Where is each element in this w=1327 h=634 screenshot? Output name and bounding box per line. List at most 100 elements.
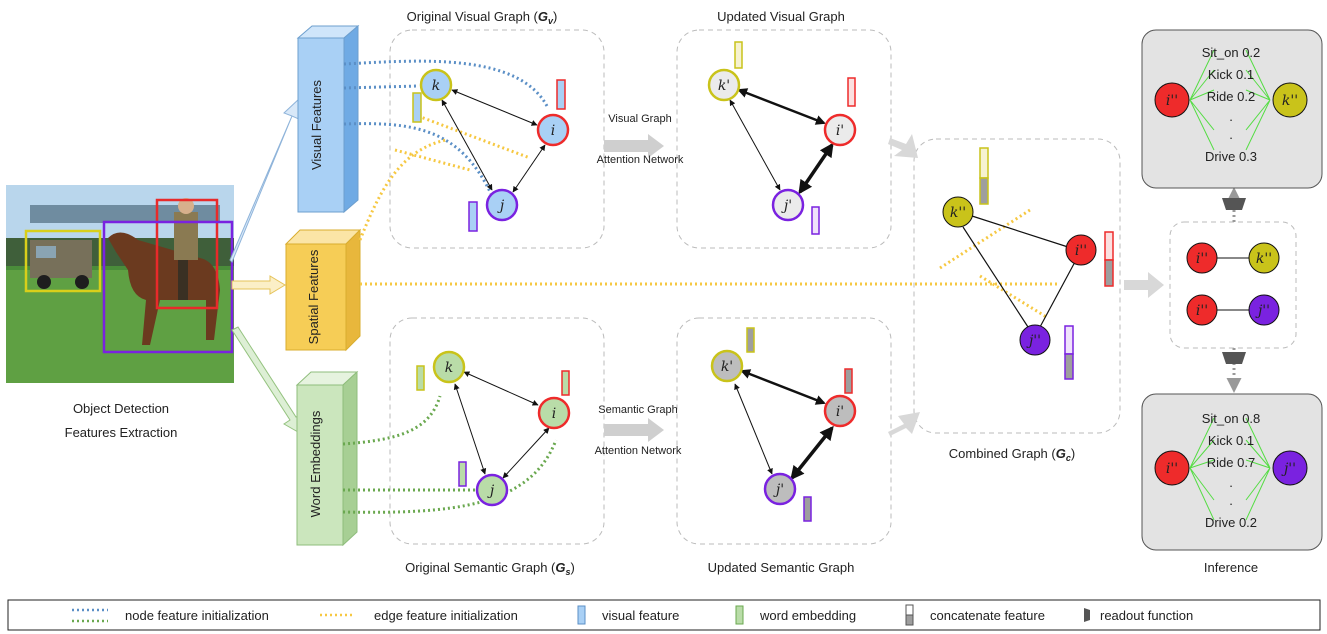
legend-visual-feature-swatch (577, 605, 586, 625)
feature-bar-k-combined (979, 147, 989, 205)
inference-bottom-dot-1: . (1229, 475, 1233, 490)
original-semantic-panel (389, 317, 605, 545)
feature-bar-k-updated-semantic (746, 327, 755, 353)
combined-edges (962, 215, 1077, 328)
pair-node-k (1248, 242, 1280, 274)
feature-bar-k-semantic (416, 365, 425, 391)
inference-bottom-row-1: Sit_on 0.8 (1202, 411, 1261, 426)
node-j-combined-label: j'' (1026, 333, 1041, 349)
visual-attention-arrow (604, 134, 664, 158)
node-j-updated-visual (771, 188, 805, 222)
node-i-updated-semantic-label: i' (836, 404, 844, 420)
node-i-semantic-label: i (552, 406, 556, 422)
pair-panel (1169, 221, 1297, 349)
node-k-combined (942, 196, 974, 228)
to-combined-arrows (888, 134, 1164, 436)
feature-bar-j-semantic (458, 461, 467, 487)
node-k-combined-label: k'' (950, 205, 966, 221)
input-caption-line2: Features Extraction (65, 425, 178, 440)
legend-edge-init: edge feature initialization (374, 608, 518, 623)
node-i-visual (536, 113, 570, 147)
legend-word-embedding: word embedding (759, 608, 856, 623)
pair-node-i-top (1186, 242, 1218, 274)
node-k-semantic (432, 350, 466, 384)
node-j-visual (485, 188, 519, 222)
original-semantic-title: Original Semantic Graph (Gs) (405, 560, 575, 577)
original-visual-edges (441, 89, 546, 193)
updated-semantic-panel (676, 317, 892, 545)
feature-bar-j-updated-visual (811, 206, 820, 235)
node-i-updated-semantic (823, 394, 857, 428)
pair-node-i-bottom-label: i'' (1196, 303, 1208, 319)
visual-network-line2: Attention Network (597, 154, 684, 166)
feature-bar-j-combined (1064, 325, 1074, 380)
updated-visual-edges (729, 88, 834, 195)
legend-word-embedding-swatch (735, 605, 744, 625)
pair-node-j-label: j'' (1255, 303, 1270, 319)
pair-node-j (1248, 294, 1280, 326)
inference-top-node-k (1272, 82, 1308, 118)
spatial-features-block (284, 228, 362, 352)
edge-init-lines (358, 114, 1060, 320)
inference-bottom-node-j (1272, 450, 1308, 486)
node-j-updated-semantic-label: j' (773, 482, 784, 498)
pair-node-i-top-label: i'' (1196, 251, 1208, 267)
legend-concat-swatch (905, 604, 914, 626)
node-k-updated-semantic-label: k' (721, 359, 733, 375)
node-i-combined-label: i'' (1075, 243, 1087, 259)
node-j-visual-label: j (497, 198, 505, 214)
node-j-combined (1019, 324, 1051, 356)
feature-bar-j-updated-semantic (803, 496, 812, 522)
node-k-visual-label: k (432, 78, 440, 94)
word-embeddings-block (295, 370, 359, 547)
input-photo (6, 185, 234, 383)
inference-bottom-row-4: Drive 0.2 (1205, 515, 1257, 530)
node-j-semantic-label: j (487, 483, 495, 499)
legend-node-init: node feature initialization (125, 608, 269, 623)
spatial-features-label: Spatial Features (306, 249, 321, 344)
visual-network-line1: Visual Graph (608, 113, 671, 125)
semantic-network-line2: Attention Network (595, 445, 682, 457)
inference-top-node-k-label: k'' (1282, 93, 1298, 109)
inference-top-green-lines (1189, 49, 1271, 151)
inference-top-row-2: Kick 0.1 (1208, 67, 1254, 82)
feature-bar-i-visual (556, 79, 566, 110)
node-i-updated-visual-label: i' (836, 123, 844, 139)
combined-graph-panel (913, 138, 1121, 434)
semantic-network-line1: Semantic Graph (598, 404, 677, 416)
legend-readout-icon (1084, 608, 1090, 622)
inference-top-row-1: Sit_on 0.2 (1202, 45, 1261, 60)
node-k-visual (419, 68, 453, 102)
inference-top-box (1141, 29, 1323, 189)
pair-node-i-bottom (1186, 294, 1218, 326)
feature-bar-i-updated-semantic (844, 368, 853, 394)
legend-node-init-swatch (72, 608, 108, 623)
input-caption-line1: Object Detection (73, 401, 169, 416)
pair-node-k-label: k'' (1256, 251, 1272, 267)
inference-bottom-node-i-label: i'' (1166, 461, 1178, 477)
legend-visual-feature: visual feature (602, 608, 679, 623)
original-visual-title: Original Visual Graph (Gv) (407, 9, 558, 26)
updated-semantic-title: Updated Semantic Graph (708, 560, 855, 575)
original-visual-panel (389, 29, 605, 249)
inference-top-node-i (1154, 82, 1190, 118)
feature-bar-k-updated-visual (734, 41, 743, 69)
inference-bottom-row-2: Kick 0.1 (1208, 433, 1254, 448)
legend-box (7, 599, 1321, 631)
legend-concat-feature: concatenate feature (930, 608, 1045, 623)
combined-graph-title: Combined Graph (Gc) (949, 446, 1075, 463)
node-k-updated-visual (707, 68, 741, 102)
inference-top-dot-1: . (1229, 109, 1233, 124)
legend-readout: readout function (1100, 608, 1193, 623)
inference-bottom-green-lines (1189, 417, 1271, 521)
node-i-visual-label: i (551, 123, 555, 139)
semantic-node-init-lines (342, 395, 558, 514)
visual-features-label: Visual Features (309, 79, 324, 170)
inference-bottom-row-3: Ride 0.7 (1207, 455, 1255, 470)
updated-semantic-edges (734, 369, 834, 481)
original-semantic-edges (453, 371, 550, 479)
node-j-updated-semantic (763, 472, 797, 506)
semantic-attention-arrow (604, 418, 664, 442)
inference-bottom-node-i (1154, 450, 1190, 486)
